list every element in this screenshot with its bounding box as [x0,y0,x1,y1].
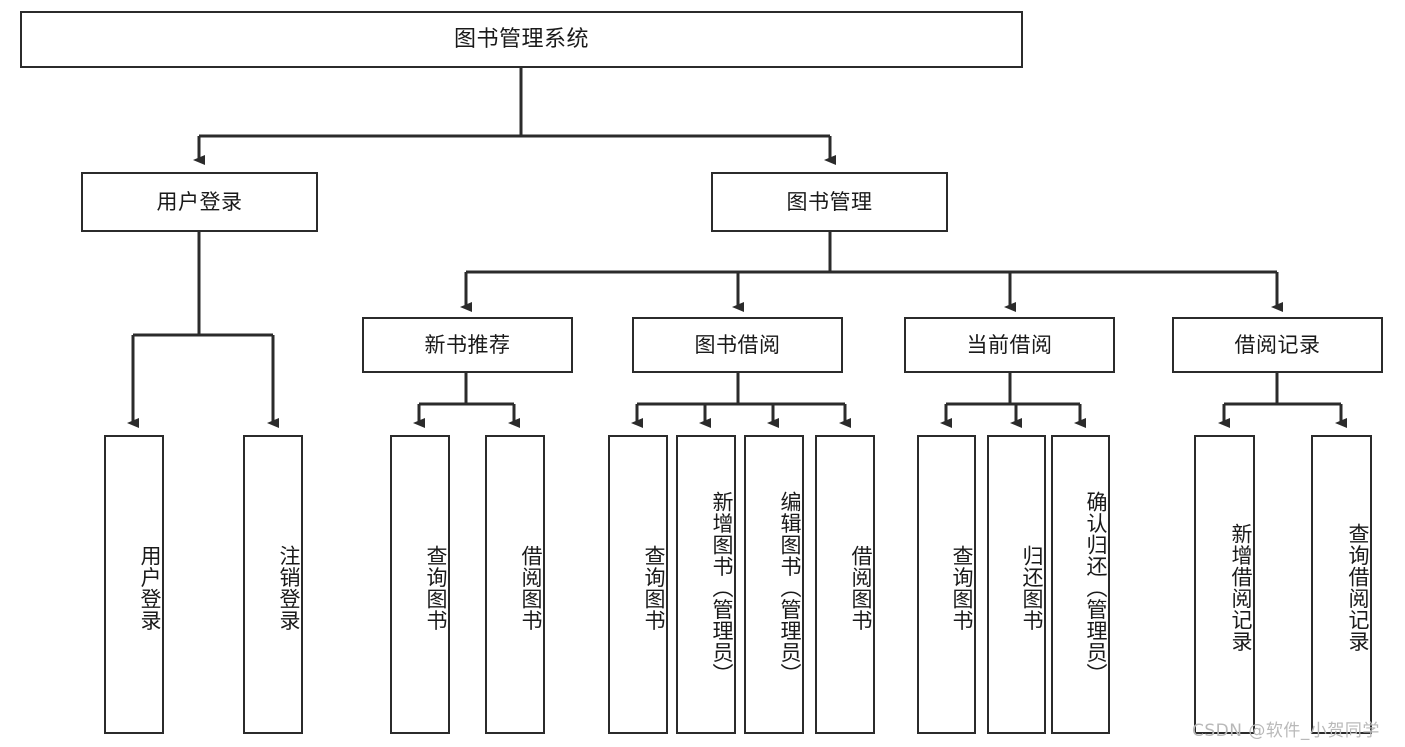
node-user-login[interactable]: 用户登录 [81,172,318,232]
leaf-book-borrow-edit-book[interactable]: 编辑图书（管理员） [744,435,804,734]
leaf-label: 查询图书 [950,544,974,631]
leaf-label: 确认归还（管理员） [1084,490,1108,685]
leaf-current-borrow-return-book[interactable]: 归还图书 [987,435,1046,734]
node-current-borrow[interactable]: 当前借阅 [904,317,1115,373]
leaf-book-borrow-add-book[interactable]: 新增图书（管理员） [676,435,736,734]
leaf-current-borrow-confirm-return[interactable]: 确认归还（管理员） [1051,435,1110,734]
leaf-label: 借阅图书 [849,544,873,631]
node-new-book-recommend[interactable]: 新书推荐 [362,317,573,373]
leaf-user-login-login[interactable]: 用户登录 [104,435,164,734]
node-book-management[interactable]: 图书管理 [711,172,948,232]
leaf-book-borrow-borrow-book[interactable]: 借阅图书 [815,435,875,734]
leaf-label: 归还图书 [1020,544,1044,631]
node-book-borrow[interactable]: 图书借阅 [632,317,843,373]
leaf-current-borrow-query-book[interactable]: 查询图书 [917,435,976,734]
leaf-label: 注销登录 [277,544,301,631]
leaf-user-login-logout[interactable]: 注销登录 [243,435,303,734]
leaf-label: 查询图书 [424,544,448,631]
leaf-borrow-record-query-record[interactable]: 查询借阅记录 [1311,435,1372,734]
leaf-label: 新增借阅记录 [1229,523,1253,652]
leaf-label: 用户登录 [138,544,162,631]
leaf-label: 编辑图书（管理员） [778,490,802,685]
leaf-label: 查询图书 [642,544,666,631]
leaf-new-book-borrow-book[interactable]: 借阅图书 [485,435,545,734]
leaf-new-book-query-book[interactable]: 查询图书 [390,435,450,734]
node-borrow-record[interactable]: 借阅记录 [1172,317,1383,373]
leaf-label: 借阅图书 [519,544,543,631]
csdn-watermark: CSDN @软件_小贺同学 [1192,721,1380,741]
leaf-label: 查询借阅记录 [1346,523,1370,652]
leaf-borrow-record-add-record[interactable]: 新增借阅记录 [1194,435,1255,734]
leaf-label: 新增图书（管理员） [710,490,734,685]
leaf-book-borrow-query-book[interactable]: 查询图书 [608,435,668,734]
node-root-system[interactable]: 图书管理系统 [20,11,1023,68]
